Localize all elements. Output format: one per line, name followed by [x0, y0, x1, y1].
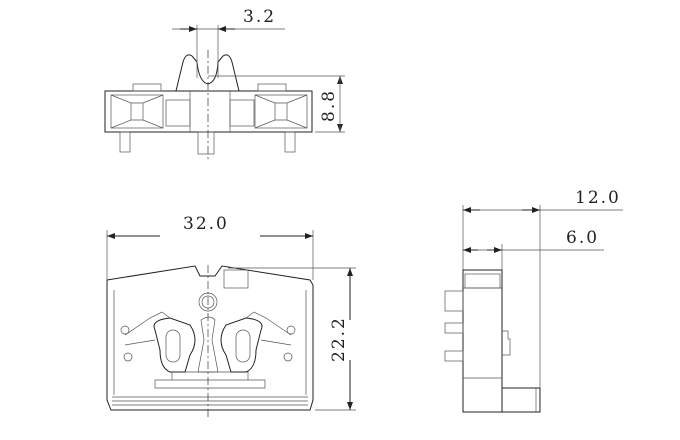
- top-view: 3.2 8.8: [104, 7, 345, 160]
- dim-32-0: 32.0: [183, 214, 229, 234]
- dim-8-8: 8.8: [319, 89, 339, 122]
- dim-6-0: 6.0: [566, 228, 599, 248]
- front-view: 32.0 22.2: [106, 214, 356, 418]
- dim-12-0: 12.0: [575, 188, 621, 208]
- dim-22-2: 22.2: [329, 316, 349, 362]
- side-view: 12.0 6.0: [444, 188, 623, 413]
- dim-3-2: 3.2: [243, 7, 276, 27]
